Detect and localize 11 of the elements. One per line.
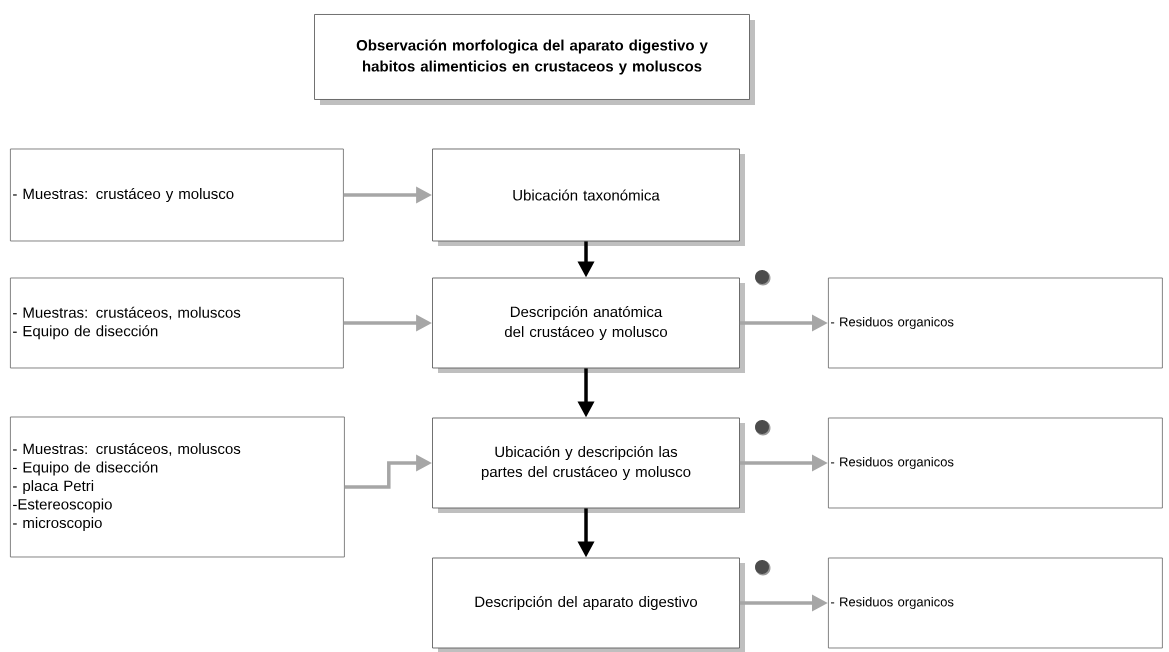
output-box: - Residuos organicos (828, 277, 1163, 369)
materials-box: - Muestras: crustáceos, moluscos - Equipo de disección - placa Petri -Estereoscopio - microscopio (10, 416, 345, 558)
output-box: - Residuos organicos (828, 417, 1163, 509)
process-box: Ubicación y descripción las partes del crustáceo y molusco (432, 417, 745, 513)
materials-box: - Muestras: crustáceos, moluscos - Equipo de disección (10, 277, 344, 369)
process-box: Descripción del aparato digestivo (432, 557, 745, 652)
title-box: Observación morfologica del aparato digestivo y habitos alimenticios en crustaceos y moluscos (314, 14, 755, 105)
process-box: Descripción anatómica del crustáceo y molusco (432, 277, 745, 373)
output-box: - Residuos organicos (828, 557, 1163, 649)
process-box: Ubicación taxonómica (432, 148, 745, 246)
materials-box: - Muestras: crustáceo y molusco (10, 148, 344, 242)
